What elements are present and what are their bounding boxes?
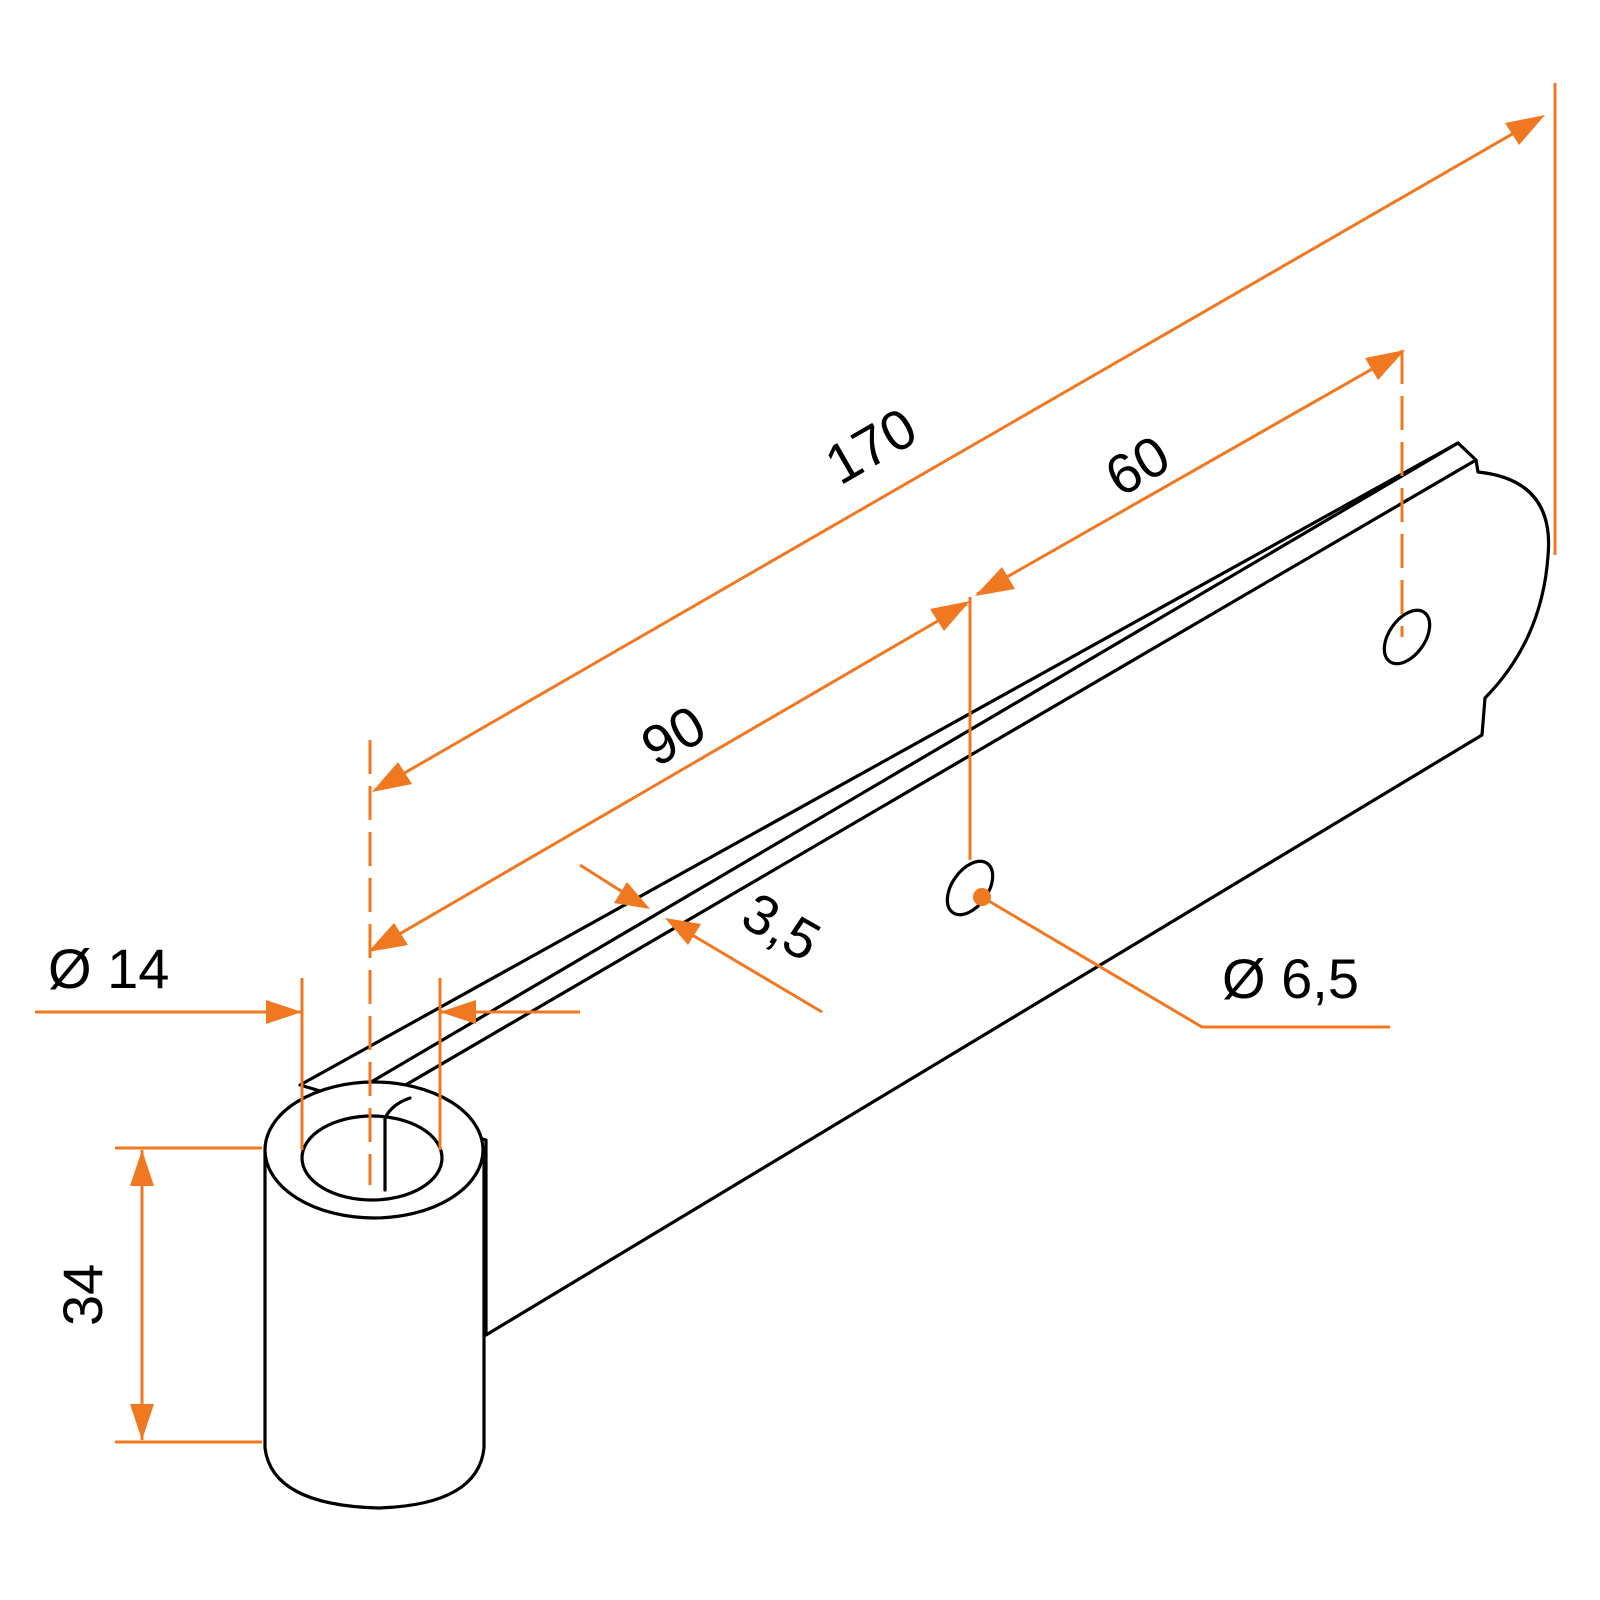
label-d14: Ø 14	[48, 937, 169, 1000]
arrow-170-start	[372, 762, 412, 792]
label-d6-5: Ø 6,5	[1222, 947, 1359, 1010]
eye-cylinder-body	[263, 1148, 486, 1510]
arrow-90-start	[368, 923, 408, 952]
dim-line-170	[374, 116, 1541, 792]
dim-line-90	[371, 602, 968, 952]
label-90: 90	[631, 693, 716, 779]
strap-thickness-edge	[366, 458, 1478, 1109]
arrow-60-end	[1365, 350, 1405, 380]
arrow-3-5-a	[614, 882, 650, 909]
eye-bore-slot	[383, 1096, 412, 1192]
dim-line-3-5-b	[671, 921, 823, 1014]
arrow-34-top	[130, 1150, 154, 1186]
hinge-eye	[263, 1080, 486, 1510]
arrow-90-end	[930, 601, 970, 631]
arrow-d14-left	[266, 1000, 302, 1024]
arrow-60-start	[975, 567, 1015, 596]
leader-d6-5-dot	[973, 888, 991, 906]
dim-line-60	[976, 350, 1403, 596]
hinge-strap	[298, 441, 1551, 1337]
leader-d6-5	[981, 895, 1390, 1029]
arrow-3-5-b	[665, 918, 701, 945]
eye-bore	[300, 1114, 444, 1202]
arrow-170-end	[1505, 115, 1545, 145]
label-34: 34	[51, 1264, 114, 1326]
arrow-34-bottom	[130, 1404, 154, 1440]
mounting-hole-2	[1382, 608, 1432, 666]
strap-top-edge	[364, 441, 1460, 1087]
arrow-d14-right	[440, 1000, 476, 1024]
strap-plate	[298, 441, 1551, 1337]
label-60: 60	[1095, 423, 1180, 509]
